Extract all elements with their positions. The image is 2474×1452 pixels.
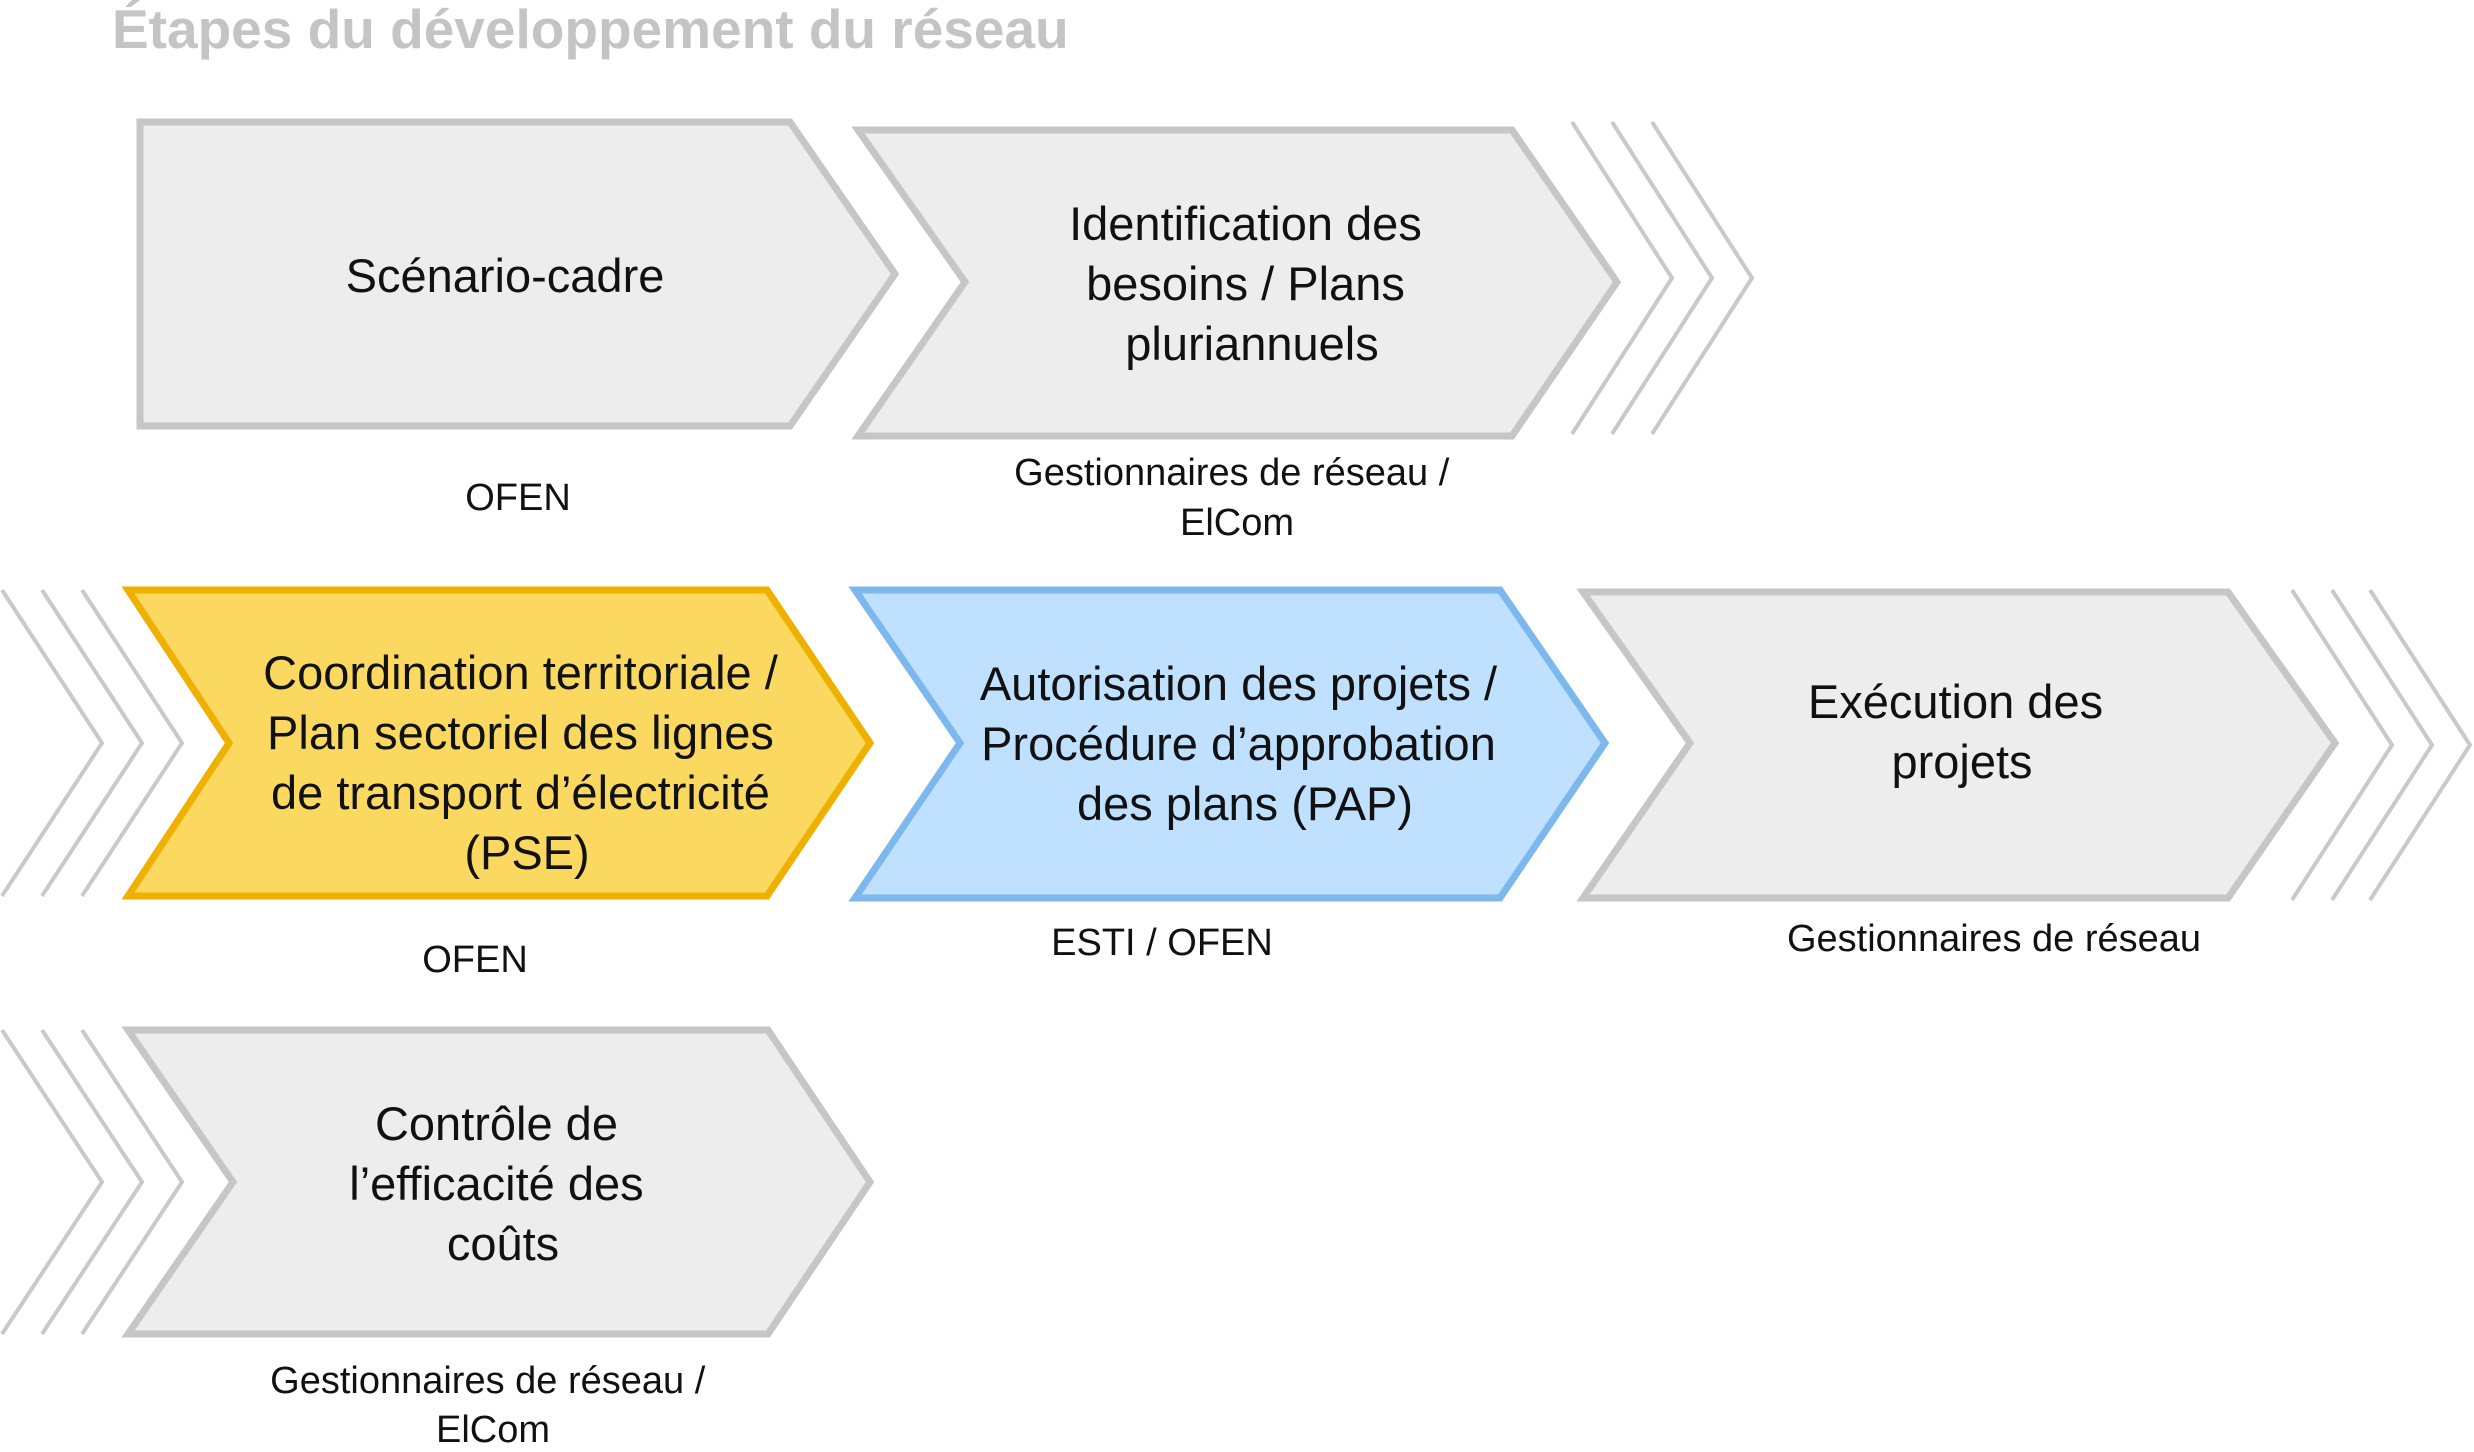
row-2-continuation-chevrons	[2290, 588, 2473, 902]
step-autorisation-projets: Autorisation des projets / Procédure d’a…	[848, 586, 1610, 964]
diagram-title: Étapes du développement du réseau	[112, 0, 1069, 60]
row-2-leading-chevrons	[0, 588, 185, 898]
step-5-actor: Gestionnaires de réseau	[1787, 918, 2201, 960]
step-6-chevron	[121, 1026, 875, 1338]
step-1-text: Scénario-cadre	[346, 249, 665, 302]
step-execution-projets: Exécution des projets Gestionnaires de r…	[1576, 588, 2340, 960]
step-6-text: Contrôle de l’efficacité des coûts	[349, 1097, 656, 1270]
step-3-actor: OFEN	[422, 939, 528, 981]
step-controle-efficacite: Contrôle de l’efficacité des coûts Gesti…	[121, 1026, 875, 1451]
step-4-actor: ESTI / OFEN	[1051, 922, 1273, 964]
step-1-chevron	[136, 118, 900, 430]
step-coordination-territoriale: Coordination territoriale / Plan sectori…	[121, 586, 875, 981]
step-identification-besoins: Identification des besoins / Plans pluri…	[851, 126, 1622, 544]
step-3-chevron	[121, 586, 875, 900]
row-3-leading-chevrons	[0, 1028, 185, 1336]
step-4-text: Autorisation des projets / Procédure d’a…	[980, 657, 1510, 830]
step-2-chevron	[851, 126, 1622, 440]
step-3-text: Coordination territoriale / Plan sectori…	[263, 646, 791, 879]
step-4-chevron	[848, 586, 1610, 902]
step-scenario-cadre: Scénario-cadre OFEN	[136, 118, 900, 519]
step-2-actor: Gestionnaires de réseau / ElCom	[1014, 452, 1460, 544]
step-1-actor: OFEN	[465, 477, 571, 519]
step-5-text: Exécution des projets	[1808, 675, 2116, 788]
row-1-continuation-chevrons	[1570, 120, 1755, 436]
step-2-text: Identification des besoins / Plans pluri…	[1069, 197, 1435, 370]
step-5-chevron	[1576, 588, 2340, 902]
step-6-actor: Gestionnaires de réseau / ElCom	[270, 1360, 716, 1451]
